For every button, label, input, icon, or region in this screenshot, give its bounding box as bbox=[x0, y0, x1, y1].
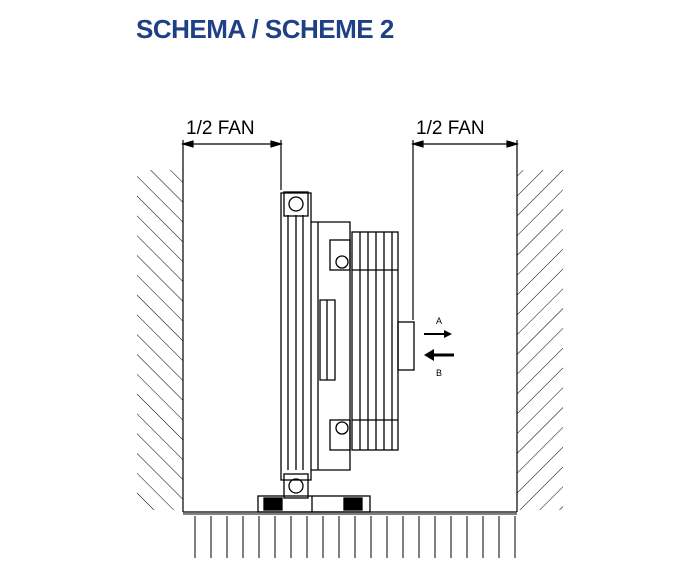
airflow-label-b: B bbox=[436, 368, 442, 378]
page-title: SCHEMA / SCHEME 2 bbox=[136, 14, 394, 44]
cooler-unit bbox=[257, 191, 415, 513]
right-dimension-label: 1/2 FAN bbox=[416, 118, 485, 139]
right-dimension-line bbox=[410, 140, 520, 148]
left-dimension-label: 1/2 FAN bbox=[186, 118, 255, 139]
right-wall-hatching bbox=[517, 170, 563, 510]
floor-hatching bbox=[183, 513, 517, 558]
left-dimension-line bbox=[180, 140, 284, 148]
airflow-arrow-b: B bbox=[424, 349, 454, 378]
airflow-arrow-a: A bbox=[424, 316, 452, 338]
airflow-label-a: A bbox=[436, 316, 442, 326]
left-wall-hatching bbox=[137, 170, 183, 510]
